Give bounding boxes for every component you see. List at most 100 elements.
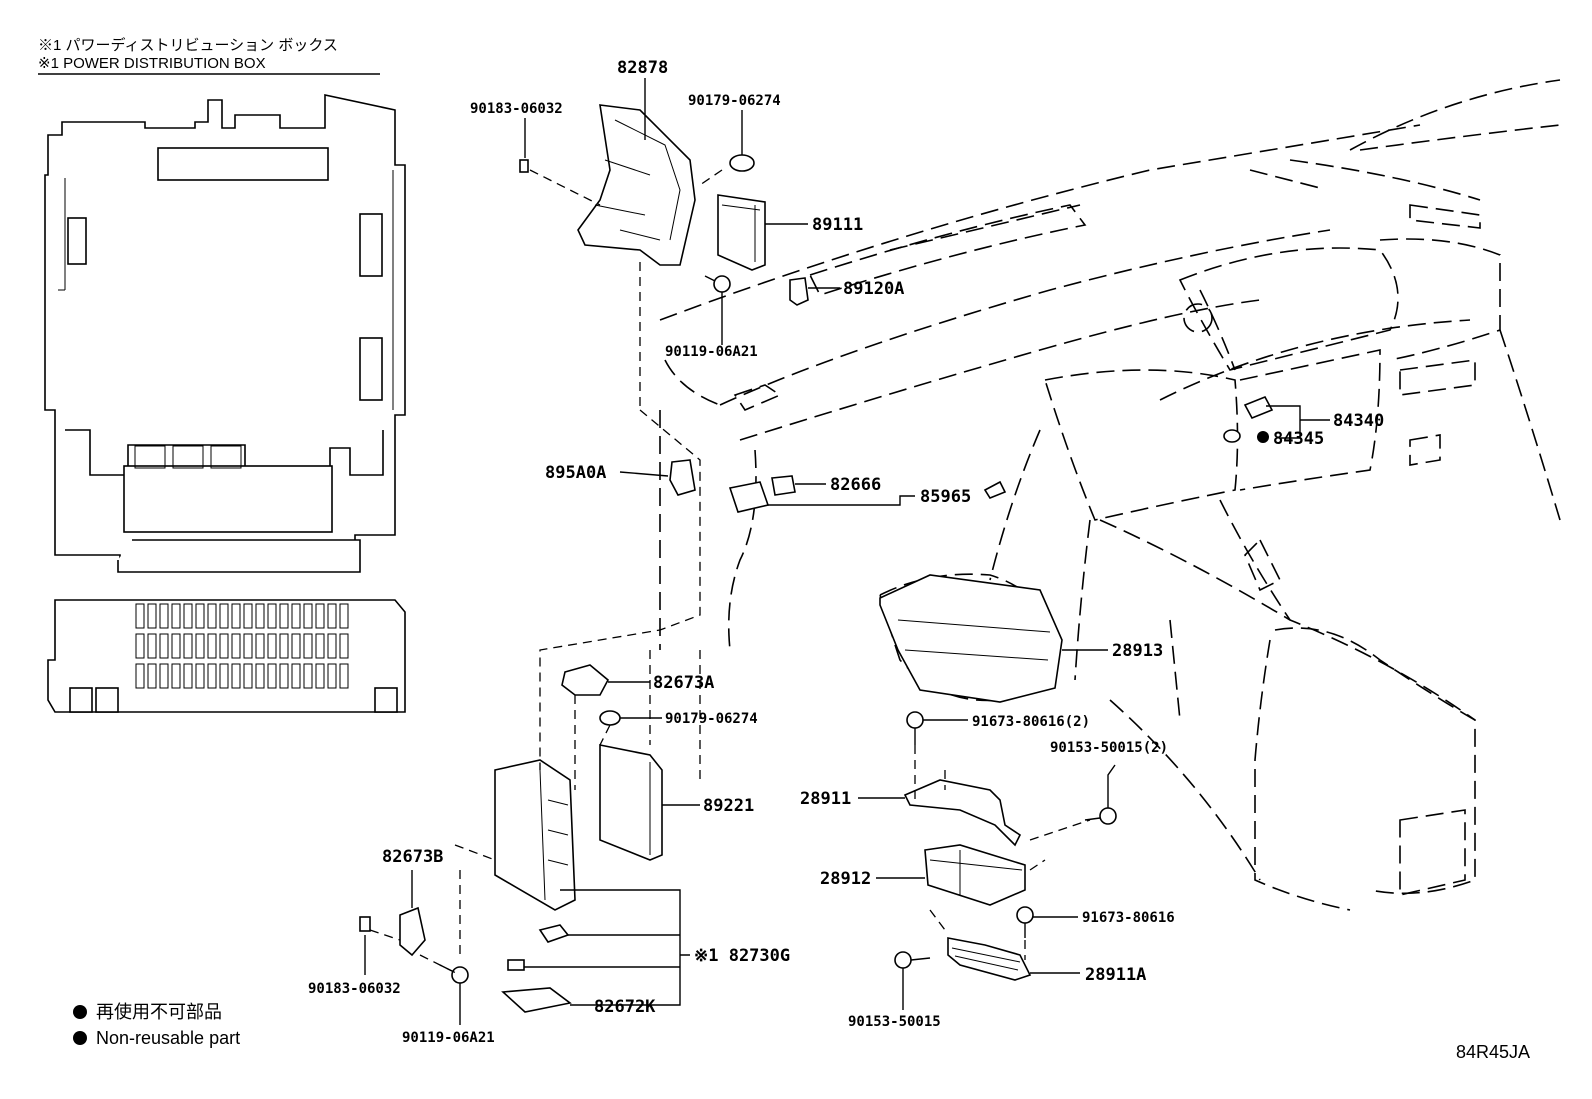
callout-84340: 84340 <box>1333 411 1384 431</box>
fuse-slot <box>291 633 301 659</box>
callout-90153-50015-qty2: 90153-50015(2) <box>1050 740 1168 756</box>
fuse-slot <box>171 633 181 659</box>
callout-28912: 28912 <box>820 869 871 889</box>
fuse-slot <box>147 633 157 659</box>
bracket-82673A <box>561 664 610 696</box>
fuse-slot <box>255 663 265 689</box>
bolt-91673-2 <box>906 711 924 745</box>
sensor-84340 <box>1243 395 1274 420</box>
junction-block <box>494 759 576 911</box>
fuse-slot <box>327 663 337 689</box>
bolt-90153-2 <box>1084 807 1117 825</box>
note-en: ※1 POWER DISTRIBUTION BOX <box>38 55 266 72</box>
switch-82666 <box>728 475 796 513</box>
fuse-82730G-b <box>507 959 525 971</box>
callout-82730G: ※1 82730G <box>694 946 790 966</box>
fuse-slot <box>135 663 145 689</box>
fuse-slot <box>303 633 313 659</box>
callout-82666: 82666 <box>830 475 881 495</box>
fuse-slot <box>171 663 181 689</box>
bolt-91673 <box>1016 906 1034 938</box>
bracket-28911 <box>903 779 1022 847</box>
fuse-slot <box>183 633 193 659</box>
callout-90119-bot: 90119-06A21 <box>402 1030 495 1046</box>
power-distribution-box-front <box>44 94 406 573</box>
fuse-slot <box>207 603 217 629</box>
fuse-slot <box>327 633 337 659</box>
callout-90183-bot: 90183-06032 <box>308 981 401 997</box>
fuse-slot <box>267 663 277 689</box>
fuse-slot <box>339 633 349 659</box>
fuse-slot <box>219 663 229 689</box>
fuse-slot <box>207 663 217 689</box>
bracket-82673B <box>399 906 426 957</box>
fuse-slot <box>339 603 349 629</box>
callout-90153-50015: 90153-50015 <box>848 1014 941 1030</box>
fuse-slot <box>243 603 253 629</box>
fuse-slot <box>339 663 349 689</box>
note-ja: ※1 パワーディストリビューション ボックス <box>38 36 338 54</box>
fuse-slot <box>135 633 145 659</box>
fuse-slot <box>279 633 289 659</box>
airbag-28913 <box>879 574 1063 703</box>
fuse-slot <box>303 603 313 629</box>
callout-90183-top: 90183-06032 <box>470 101 563 117</box>
fuse-slot <box>327 603 337 629</box>
fuse-82730G-a <box>538 924 570 943</box>
fuse-slot <box>219 603 229 629</box>
callout-91673-80616: 91673-80616 <box>1082 910 1175 926</box>
fuse-slot <box>291 663 301 689</box>
bracket-82878 <box>577 104 696 266</box>
bolt-90119-top <box>704 275 731 293</box>
callout-89111: 89111 <box>812 215 863 235</box>
legend-en: Non-reusable part <box>96 1028 240 1048</box>
ecu-89221 <box>599 744 663 861</box>
fuse-slot <box>207 633 217 659</box>
fuse-slot <box>147 603 157 629</box>
callout-82878: 82878 <box>617 58 668 78</box>
callout-84345: 84345 <box>1273 429 1324 449</box>
callout-89221: 89221 <box>703 796 754 816</box>
callout-85965: 85965 <box>920 487 971 507</box>
fuse-slot <box>231 603 241 629</box>
callout-90179-mid: 90179-06274 <box>665 711 758 727</box>
callout-91673-80616-qty2: 91673-80616(2) <box>972 714 1090 730</box>
callout-82673A: 82673A <box>653 673 714 693</box>
legend-bullet-ja <box>73 1005 87 1019</box>
power-distribution-box-side <box>47 599 406 713</box>
callout-90179-top: 90179-06274 <box>688 93 781 109</box>
fuse-slot <box>267 603 277 629</box>
bracket-28911A <box>947 937 1032 981</box>
fuse-slot <box>243 663 253 689</box>
ecu-28912 <box>924 844 1026 906</box>
fuse-slot <box>135 603 145 629</box>
clip-90183-bot <box>359 916 371 932</box>
fuse-slot <box>195 633 205 659</box>
fuse-slot <box>147 663 157 689</box>
fuse-slot <box>255 603 265 629</box>
fuse-slot <box>315 663 325 689</box>
sensor-89120A <box>789 277 809 306</box>
grommet-84345 <box>1223 429 1241 443</box>
non-reusable-mark-84345 <box>1257 431 1269 443</box>
fuse-slot <box>231 663 241 689</box>
figure-code: 84R45JA <box>1456 1042 1530 1062</box>
fuse-slot <box>159 663 169 689</box>
fuse-slot <box>159 633 169 659</box>
ecu-89111 <box>717 194 766 271</box>
fuse-slot <box>171 603 181 629</box>
fuse-slot <box>183 663 193 689</box>
fuse-slot <box>267 633 277 659</box>
fuse-slot <box>315 633 325 659</box>
clip-90183-top <box>519 159 529 173</box>
callout-28911A: 28911A <box>1085 965 1146 985</box>
fuse-slot <box>219 633 229 659</box>
fuse-slot <box>243 633 253 659</box>
fuse-slot <box>183 603 193 629</box>
callout-82672K: 82672K <box>594 997 656 1017</box>
fuse-slot <box>279 603 289 629</box>
leader-lines <box>364 78 1330 1025</box>
legend-bullet-en <box>73 1031 87 1045</box>
fuse-slot <box>279 663 289 689</box>
